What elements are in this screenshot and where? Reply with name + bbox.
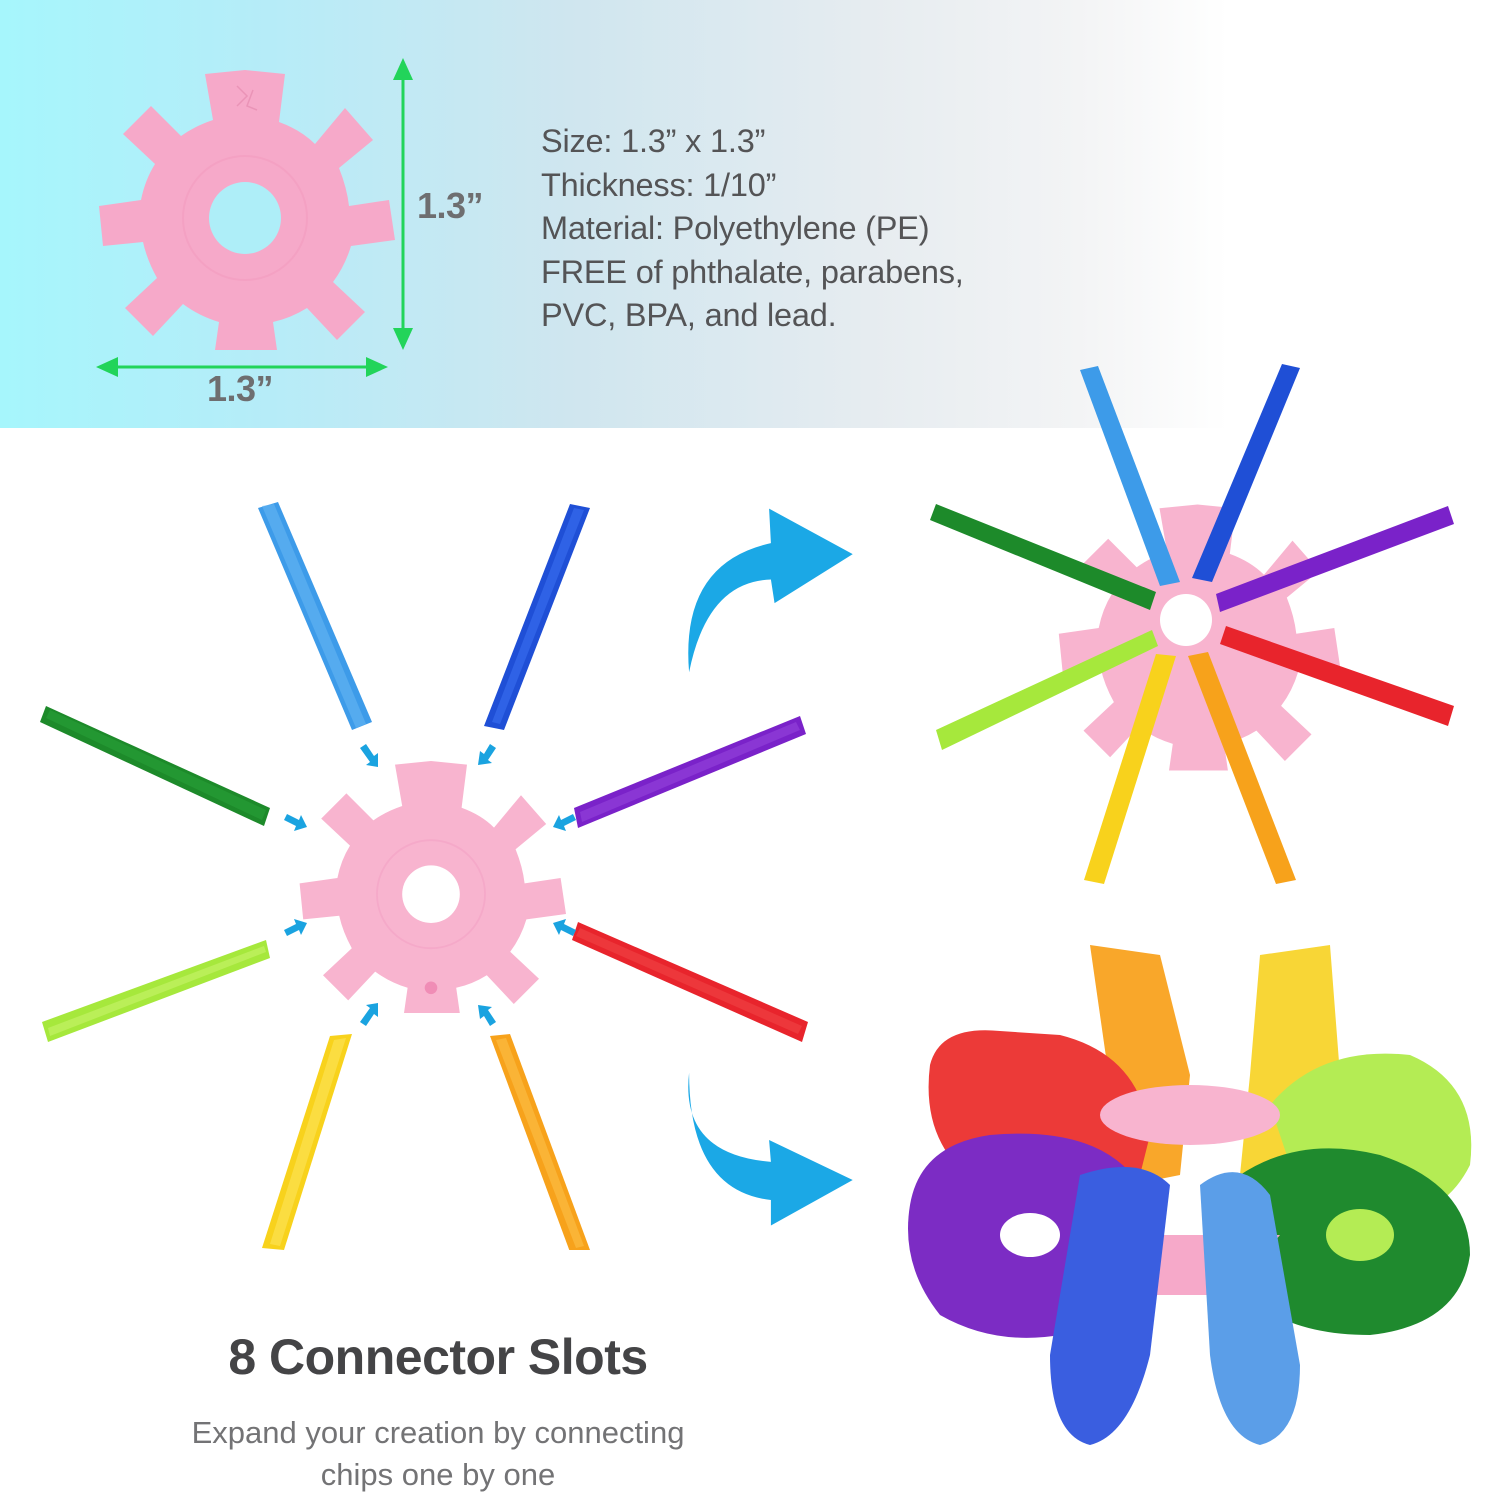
exploded-connection-diagram: [40, 502, 808, 1250]
headline: 8 Connector Slots: [228, 1329, 648, 1385]
pink-chip-illustration: [99, 70, 395, 350]
chip-edge-green: [930, 504, 1156, 610]
spec-material: Material: Polyethylene (PE): [541, 210, 930, 246]
chip-edge-purple: [1216, 506, 1454, 612]
chip-edge-blue: [1192, 364, 1300, 582]
chip-edge-red: [1220, 626, 1454, 726]
subtext-line-2: chips one by one: [320, 1457, 556, 1492]
flow-arrow-up-right-icon: [688, 508, 853, 673]
spec-free-of-line1: FREE of phthalate, parabens,: [541, 253, 964, 290]
subtext: Expand your creation by connecting chips…: [100, 1412, 776, 1496]
chip-edge-blue: [484, 504, 590, 730]
assembled-flat-view: [930, 364, 1454, 884]
pointer-arrow-icon: [284, 814, 307, 831]
chip-edge-light-blue: [258, 502, 372, 730]
pointer-arrow-icon: [478, 744, 496, 765]
width-dimension-arrow: [96, 357, 388, 377]
pointer-arrow-icon: [284, 919, 307, 936]
chip-3d-green: [1230, 1148, 1470, 1335]
spec-size: Size: 1.3” x 1.3”: [541, 123, 766, 159]
chip-edge-lime: [42, 940, 270, 1042]
chip-edge-red: [572, 922, 808, 1042]
chip-edge-orange: [490, 1034, 590, 1250]
chip-logo-icon: [236, 85, 258, 111]
chip-3d-pink: [1100, 1085, 1280, 1145]
spec-list: Size: 1.3” x 1.3” Thickness: 1/10” Mater…: [541, 120, 964, 338]
subtext-line-1: Expand your creation by connecting: [191, 1415, 685, 1450]
chip-edge-purple: [574, 716, 806, 828]
spec-free-of-line2: PVC, BPA, and lead.: [541, 297, 837, 333]
pointer-arrow-icon: [360, 744, 378, 767]
chip-edge-green: [40, 706, 270, 826]
chip-3d-light-blue: [1200, 1172, 1300, 1445]
pointer-arrow-icon: [478, 1005, 496, 1026]
height-label: 1.3”: [417, 185, 484, 226]
spec-thickness: Thickness: 1/10”: [541, 166, 777, 203]
pointer-arrow-icon: [553, 814, 576, 831]
chip-edge-yellow: [262, 1034, 352, 1250]
chip-edge-yellow: [1084, 654, 1176, 884]
chip-3d-blue: [1050, 1167, 1170, 1445]
chip-edge-light-blue: [1080, 366, 1180, 586]
width-label: 1.3”: [207, 368, 274, 409]
assembled-3d-view: [908, 945, 1472, 1445]
pointer-arrow-icon: [553, 919, 576, 936]
flow-arrow-down-right-icon: [688, 1072, 853, 1226]
chip-edge-lime: [936, 630, 1158, 750]
chip-edge-orange: [1188, 652, 1296, 884]
center-pink-chip: [299, 761, 566, 1013]
pointer-arrow-icon: [360, 1003, 378, 1026]
height-dimension-arrow: [393, 58, 413, 350]
pointer-arrows: [284, 744, 576, 1026]
